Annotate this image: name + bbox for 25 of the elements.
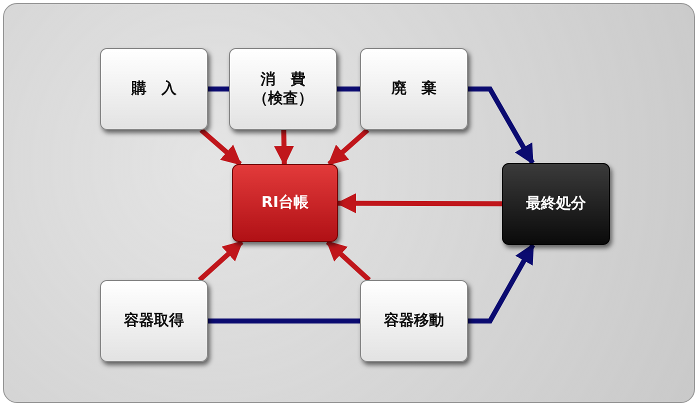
process-box xyxy=(360,280,468,362)
box-label: 最終処分 xyxy=(525,194,587,214)
process-box xyxy=(100,48,208,130)
final-disposal-box xyxy=(502,163,610,245)
arrow xyxy=(274,130,294,166)
arrow xyxy=(326,240,371,282)
box-label: 消 費（検査） xyxy=(252,70,314,108)
connector-line xyxy=(208,86,229,92)
arrow xyxy=(327,128,370,166)
process-box xyxy=(360,48,468,130)
box-label: RI台帳 xyxy=(260,193,310,213)
arrow xyxy=(336,193,502,214)
box-label: 購 入 xyxy=(130,79,178,99)
process-box xyxy=(100,280,208,362)
arrow xyxy=(468,86,535,165)
arrow xyxy=(198,240,244,282)
box-label: 廃 棄 xyxy=(390,79,438,99)
connector-line xyxy=(337,86,360,92)
process-box xyxy=(229,48,337,130)
ledger-box xyxy=(232,164,338,242)
arrow xyxy=(199,128,242,166)
arrow xyxy=(468,243,536,324)
box-label: 容器取得 xyxy=(123,311,185,331)
box-label: 容器移動 xyxy=(383,311,445,331)
connector-line xyxy=(208,318,360,324)
